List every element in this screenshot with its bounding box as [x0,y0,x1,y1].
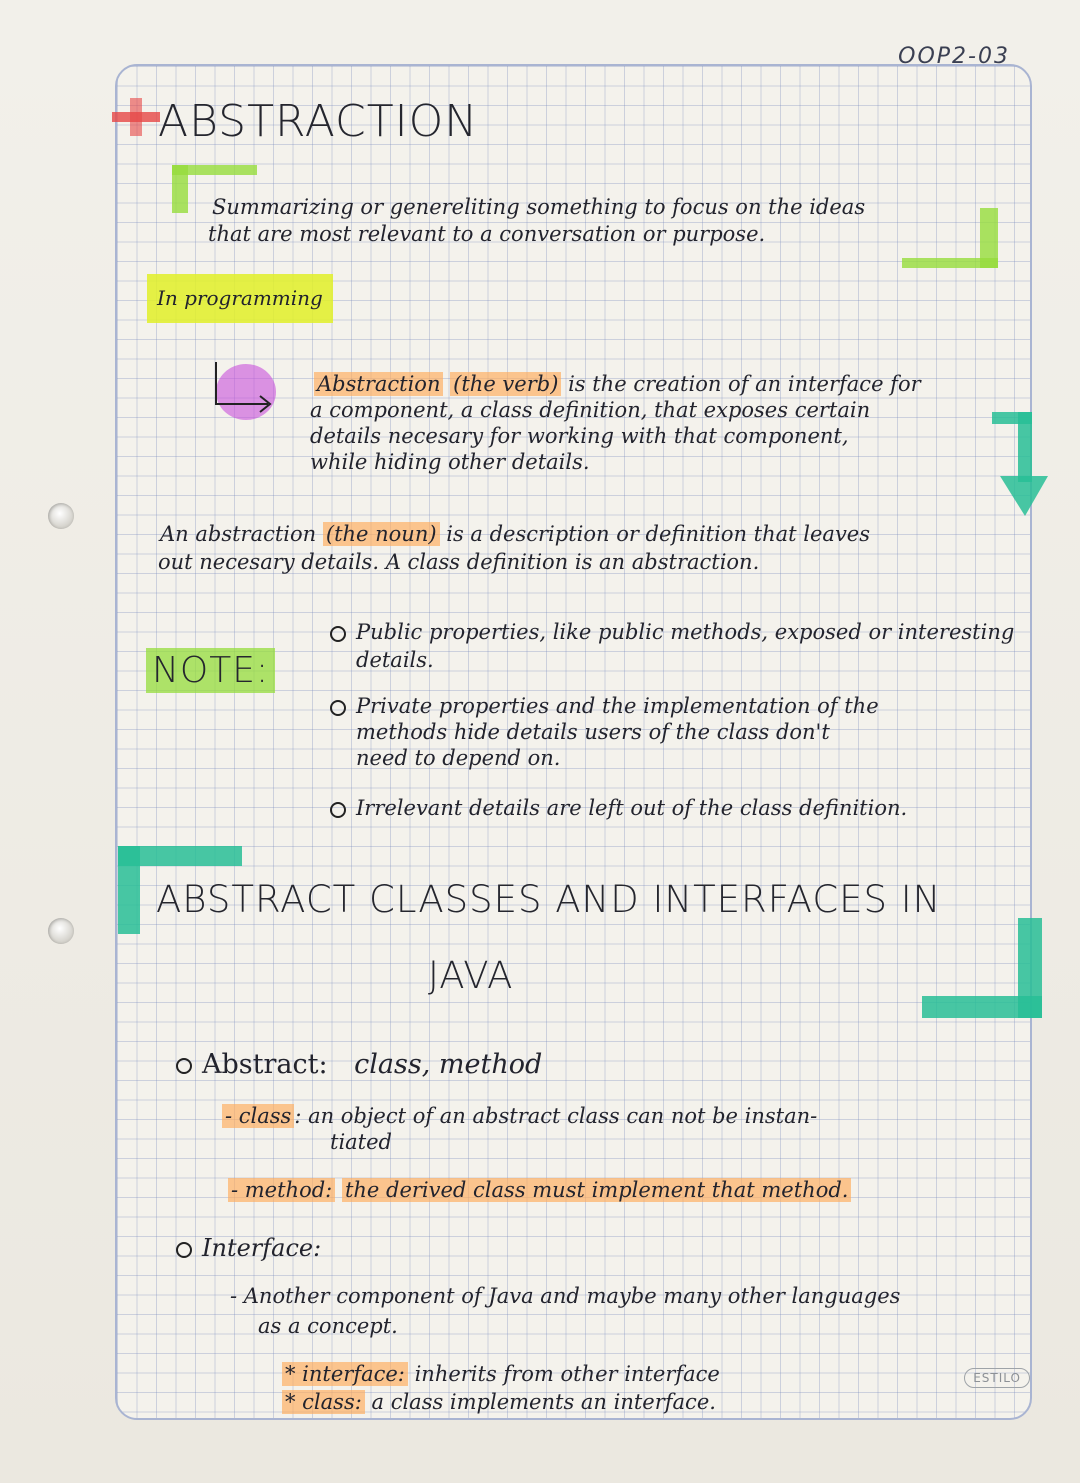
interface-line-1: - Another component of Java and maybe ma… [230,1284,901,1308]
programming-line-3: details necesary for working with that c… [310,424,849,448]
programming-line-1-rest: is the creation of an interface for [568,372,921,396]
green-bullet-icon [170,1051,198,1080]
pink-bullet-icon [324,795,352,824]
noun-line-2: out necesary details. A class definition… [158,550,760,574]
note-item-2-line-1: Private properties and the implementatio… [324,693,879,722]
interface-line-2: as a concept. [258,1314,398,1338]
section2-title-line-1: ABSTRACT CLASSES AND INTERFACES IN [156,878,942,921]
abstract-class-line-1: - class: an object of an abstract class … [222,1104,817,1129]
abstraction-note: (the verb) [450,372,562,396]
interface-heading: Interface: [170,1235,321,1264]
arrow-pointer-icon [215,362,276,420]
green-bracket-open [172,165,257,213]
note-item-3-line-1: Irrelevant details are left out of the c… [324,795,907,824]
programming-line-2: a component, a class definition, that ex… [310,398,871,422]
abstract-heading: Abstract: class, method [170,1050,542,1080]
red-cross-mark [112,98,160,136]
teal-down-arrow-icon [992,412,1048,516]
noun-term: An abstraction [160,522,317,546]
teal-bracket-close [922,918,1042,1018]
definition-line-1: Summarizing or genereliting something to… [212,195,866,219]
abstract-class-line-2: tiated [330,1130,392,1154]
programming-line-1: Abstraction (the verb) is the creation o… [314,372,921,397]
note-item-2-line-2: methods hide details users of the class … [356,720,830,744]
page-title: ABSTRACTION [158,96,479,147]
method-term: - method: [228,1178,336,1202]
in-programming-label: In programming [147,274,333,323]
abstraction-term: Abstraction [314,372,444,396]
pink-bullet-icon [324,693,352,722]
programming-line-4: while hiding other details. [310,450,590,474]
interface-item-2: * class: a class implements an interface… [282,1390,716,1415]
pink-bullet-icon [324,619,352,648]
note-item-2-line-3: need to depend on. [356,746,561,770]
section2-title-line-2: JAVA [428,954,514,997]
abstract-method-line: - method: the derived class must impleme… [228,1178,852,1203]
punch-hole-bottom [48,918,74,944]
note-item-1-line-1: Public properties, like public methods, … [324,619,1014,648]
teal-bracket-open [118,846,242,934]
note-item-1-line-2: details. [356,648,434,672]
brand-logo: ESTILO [964,1368,1030,1388]
noun-line-1: An abstraction (the noun) is a descripti… [160,522,870,547]
interface-item-1: * interface: inherits from other interfa… [282,1362,720,1387]
class-term-2: * class: [282,1390,365,1414]
green-bracket-close [902,208,998,268]
definition-line-2: that are most relevant to a conversation… [208,222,766,246]
green-bullet-icon [170,1235,198,1264]
interface-term: * interface: [282,1362,408,1386]
noun-note: (the noun) [322,522,440,546]
punch-hole-top [48,503,74,529]
class-term: - class [222,1104,295,1128]
note-label: NOTE: [146,648,276,693]
noun-line-1-rest: is a description or definition that leav… [446,522,871,546]
